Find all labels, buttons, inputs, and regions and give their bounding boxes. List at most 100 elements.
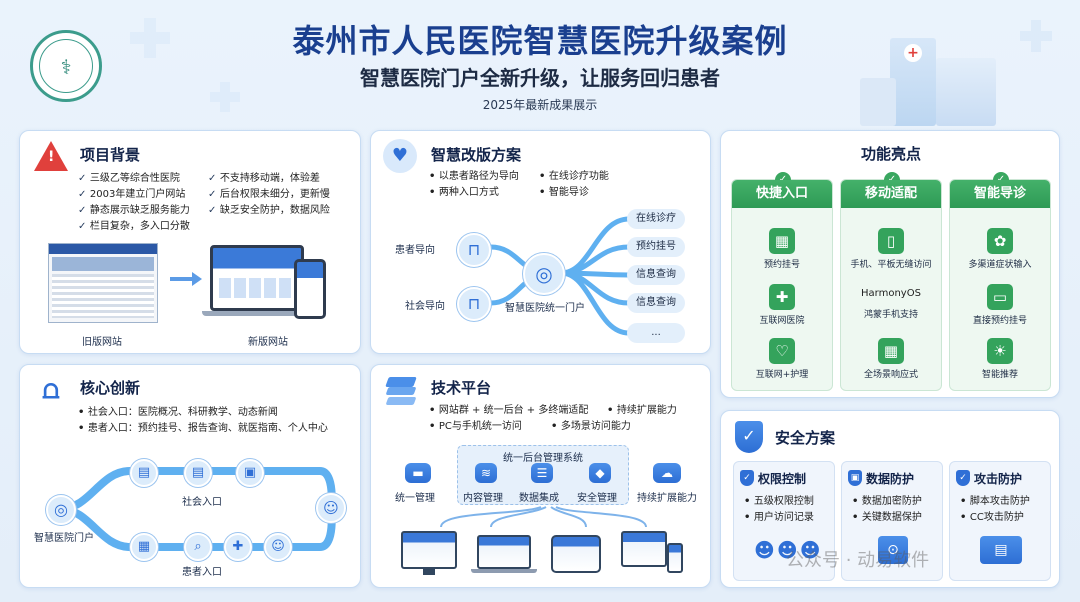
desktop-monitor-2 <box>621 531 667 567</box>
security-title: 安全方案 <box>775 429 836 447</box>
phone-screen <box>667 543 683 573</box>
cloud-upload-icon: ☁ <box>653 463 681 483</box>
module-extension: 持续扩展能力 <box>637 493 697 504</box>
security-card: ✓ 安全方案 ✓ 权限控制 五级权限控制 用户访问记录 ☻☻☻ ▣ 数据防护 数… <box>720 410 1060 588</box>
lightbulb-icon: ☀ <box>987 338 1013 364</box>
portal-node-icon: ◎ <box>46 495 76 525</box>
bg-cross-3 <box>1020 20 1052 52</box>
innovation-title: 核心创新 <box>80 379 141 397</box>
wechat-watermark: 公众号 · 动易软件 <box>786 550 930 571</box>
page-title: 泰州市人民医院智慧医院升级案例 <box>292 22 788 60</box>
firewall-icon: ▤ <box>980 536 1022 564</box>
portal-gate-icon: ⩍ <box>42 375 60 405</box>
mobile-tablet-icon: ▯ <box>878 228 904 254</box>
background-item: 栏目复杂，多入口分散 <box>78 219 190 235</box>
bg-cross-1 <box>130 18 170 58</box>
core-innovation-card: ⩍ 核心创新 社会入口：医院概况、科研教学、动态新闻 患者入口：预约挂号、报告查… <box>19 364 361 588</box>
desktop-monitor <box>401 531 457 569</box>
module-security: 安全管理 <box>577 493 617 504</box>
target-info-query: 信息查询 <box>627 293 685 313</box>
hospital-logo: ⚕ <box>30 30 102 102</box>
nurse-care-icon: ♡ <box>769 338 795 364</box>
tech-platform-card: 技术平台 网站群 + 统一后台 + 多终端适配 PC与手机统一访问 持续扩展能力… <box>370 364 711 588</box>
module-content: 内容管理 <box>463 493 503 504</box>
new-website-label: 新版网站 <box>248 337 288 348</box>
old-website-label: 旧版网站 <box>82 337 122 348</box>
grid-layout-icon: ▦ <box>878 338 904 364</box>
patient-oriented-label: 患者导向 <box>395 245 435 256</box>
target-more: ... <box>627 323 685 343</box>
image-icon: ▣ <box>236 459 264 487</box>
tech-title: 技术平台 <box>431 379 492 397</box>
background-item: 缺乏安全防护，数据风险 <box>208 203 330 219</box>
medical-cross-icon: ✚ <box>769 284 795 310</box>
project-background-card: ! 项目背景 三级乙等综合性医院 2003年建立门户网站 静态展示缺乏服务能力 … <box>19 130 361 354</box>
portal-hub-icon: ◎ <box>523 253 565 295</box>
laptop-screen <box>477 535 531 569</box>
layers-icon <box>383 375 419 407</box>
shield-icon: ◆ <box>589 463 611 483</box>
warning-icon <box>34 141 68 171</box>
innovation-bullets: 社会入口：医院概况、科研教学、动态新闻 患者入口：预约挂号、报告查询、就医指南、… <box>78 405 328 437</box>
lock-icon: ▣ <box>848 470 862 486</box>
target-online-consult: 在线诊疗 <box>627 209 685 229</box>
patient-node-icon: ⊓ <box>457 233 491 267</box>
shield-icon: ✓ <box>956 470 970 486</box>
hospital-building-illustration: + <box>860 18 1010 128</box>
security-col-attack: ✓ 攻击防护 脚本攻击防护 CC攻击防护 ▤ <box>949 461 1051 581</box>
social-node-icon: ⊓ <box>457 287 491 321</box>
feature-col-smart-guide: ✓ 智能导诊 ✿多渠道症状输入 ▭直接预约挂号 ☀智能推荐 <box>949 172 1051 391</box>
background-list-right: 不支持移动端，体验差 后台权限未细分，更新慢 缺乏安全防护，数据风险 <box>208 171 330 219</box>
device-arrows <box>440 506 647 528</box>
news-icon: ▤ <box>130 459 158 487</box>
module-data: 数据集成 <box>519 493 559 504</box>
social-oriented-label: 社会导向 <box>405 301 445 312</box>
tablet-screen <box>551 535 601 573</box>
report-search-icon: ⌕ <box>184 533 212 561</box>
harmonyos-wordmark: HarmonyOS <box>861 288 921 299</box>
redesign-bullets-left: 以患者路径为导向 两种入口方式 <box>429 169 519 201</box>
patient-entry-label: 患者入口 <box>182 567 222 578</box>
smart-redesign-card: ♥ 智慧改版方案 以患者路径为导向 两种入口方式 在线诊疗功能 智能导诊 患者导… <box>370 130 711 354</box>
security-col-permission: ✓ 权限控制 五级权限控制 用户访问记录 ☻☻☻ <box>733 461 835 581</box>
brain-icon: ✿ <box>987 228 1013 254</box>
database-icon: ☰ <box>531 463 553 483</box>
stack-icon: ≋ <box>475 463 497 483</box>
person-icon: ☺ <box>264 533 292 561</box>
document-icon: ▤ <box>184 459 212 487</box>
module-unified: 统一管理 <box>395 493 435 504</box>
tech-bullets-left: 网站群 + 统一后台 + 多终端适配 PC与手机统一访问 <box>429 403 588 435</box>
target-appointment: 预约挂号 <box>627 237 685 257</box>
redesign-title: 智慧改版方案 <box>431 146 522 164</box>
background-item: 2003年建立门户网站 <box>78 187 190 203</box>
backend-label: 统一后台管理系统 <box>503 453 583 464</box>
tech-bullets-right: 持续扩展能力 <box>607 403 677 419</box>
card-booking-icon: ▭ <box>987 284 1013 310</box>
shield-icon: ✓ <box>740 470 754 486</box>
safe-box-icon: ⊙ <box>878 536 908 564</box>
folder-icon: ▬ <box>405 463 431 483</box>
background-item: 静态展示缺乏服务能力 <box>78 203 190 219</box>
new-website-laptop <box>210 245 304 311</box>
doctor-icon: ♥ <box>383 139 417 173</box>
calendar-icon: ▦ <box>130 533 158 561</box>
redesign-bullets-right: 在线诊疗功能 智能导诊 <box>539 169 609 201</box>
shield-check-icon: ✓ <box>735 421 763 453</box>
tech-bullets-right-2: 多场景访问能力 <box>551 419 631 435</box>
new-website-phone <box>294 259 326 319</box>
user-icon: ☺ <box>316 493 346 523</box>
page-subtitle: 智慧医院门户全新升级，让服务回归患者 <box>360 66 720 90</box>
bg-cross-2 <box>210 82 240 112</box>
portal-hub-label: 智慧医院统一门户 <box>505 303 585 314</box>
calendar-icon: ▦ <box>769 228 795 254</box>
feature-highlights-card: 功能亮点 ✓ 快捷入口 ▦预约挂号 ✚互联网医院 ♡互联网+护理 ✓ 移动适配 … <box>720 130 1060 398</box>
medical-cross-icon: ✚ <box>224 533 252 561</box>
background-list-left: 三级乙等综合性医院 2003年建立门户网站 静态展示缺乏服务能力 栏目复杂，多入… <box>78 171 190 235</box>
target-info-query: 信息查询 <box>627 265 685 285</box>
old-website-screenshot <box>48 243 158 323</box>
page-tagline: 2025年最新成果展示 <box>482 98 598 112</box>
background-item: 不支持移动端，体验差 <box>208 171 330 187</box>
arrow-right-icon <box>170 277 194 281</box>
features-title: 功能亮点 <box>860 145 921 163</box>
